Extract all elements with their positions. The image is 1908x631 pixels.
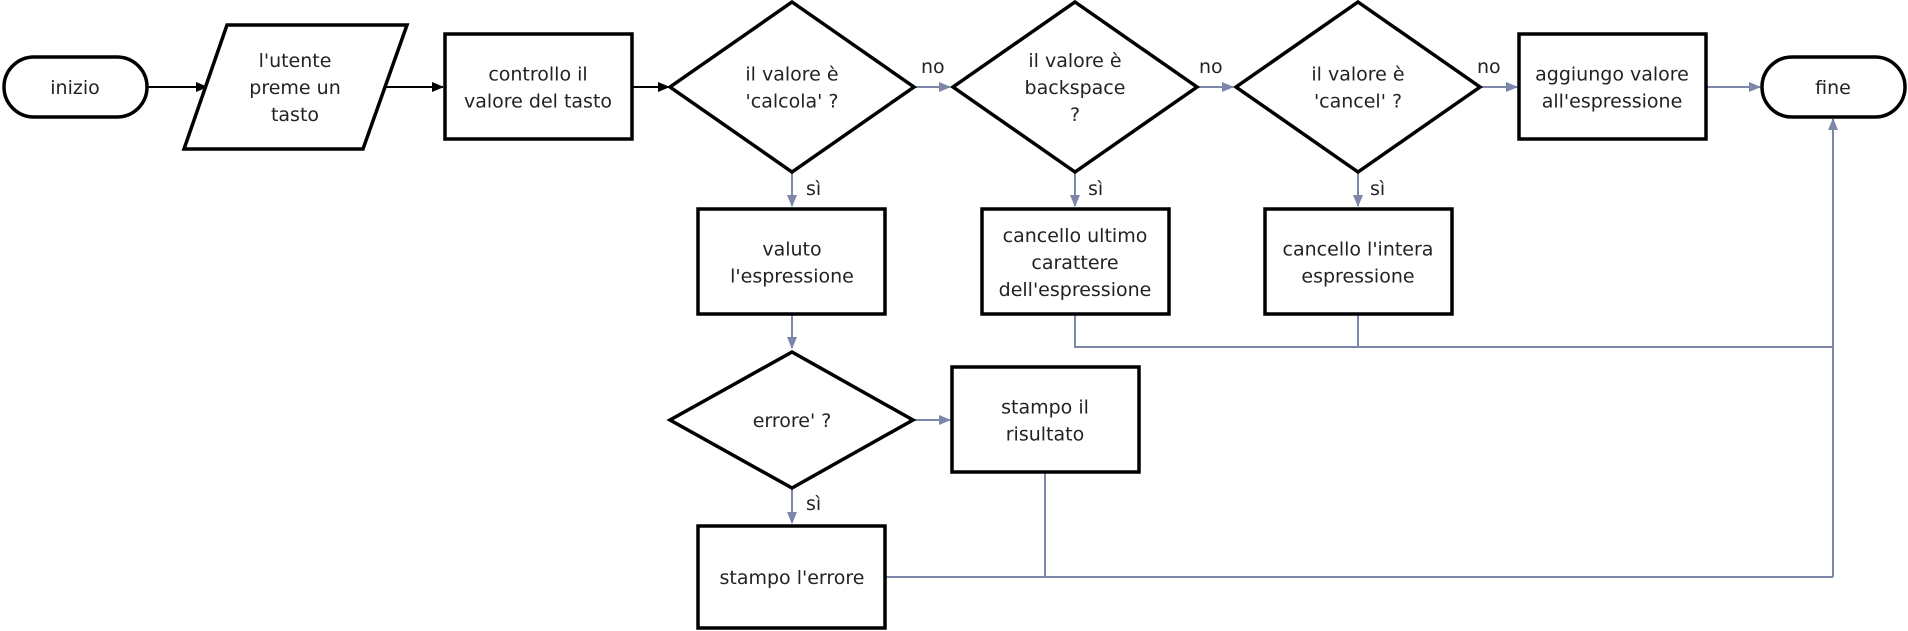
label-yes-cancel: sì bbox=[1370, 178, 1385, 200]
node-text-line: il valore è bbox=[745, 64, 838, 86]
connectors bbox=[148, 82, 1838, 578]
print-result-process bbox=[950, 365, 1141, 474]
delete-last-text: cancello ultimo carattere dell'espressione bbox=[999, 225, 1152, 301]
input-text: l'utente preme un tasto bbox=[249, 50, 340, 126]
node-text-line: stampo il bbox=[1001, 397, 1089, 419]
node-text-line: preme un bbox=[249, 77, 340, 99]
node-text-line: valuto bbox=[762, 239, 821, 261]
label-no-calc: no bbox=[921, 56, 945, 78]
label-yes-calc: sì bbox=[806, 178, 821, 200]
edge-deletelast-merge bbox=[1074, 314, 1833, 348]
evaluate-process bbox=[696, 207, 887, 316]
label-no-backspace: no bbox=[1199, 56, 1223, 78]
node-text-line: carattere bbox=[1031, 252, 1118, 274]
node-text-line: all'espressione bbox=[1542, 91, 1683, 113]
print-error-text: stampo l'errore bbox=[720, 567, 865, 589]
node-text-line: l'espressione bbox=[730, 266, 854, 288]
node-text-line: backspace bbox=[1025, 77, 1126, 99]
node-text-line: fine bbox=[1815, 77, 1851, 99]
is-error-decision bbox=[666, 349, 917, 491]
label-yes-error: sì bbox=[806, 493, 821, 515]
node-text-line: cancello l'intera bbox=[1283, 239, 1434, 261]
edge-labels: no no no sì sì sì sì bbox=[806, 56, 1501, 515]
node-text-line: errore' ? bbox=[753, 410, 832, 432]
append-process bbox=[1517, 32, 1708, 141]
node-texts: inizio l'utente preme un tasto controllo i… bbox=[50, 50, 1851, 589]
node-text-line: cancello ultimo bbox=[1003, 225, 1148, 247]
delete-all-process bbox=[1263, 207, 1454, 316]
is-cancel-text: il valore è 'cancel' ? bbox=[1311, 64, 1404, 113]
end-text: fine bbox=[1815, 77, 1851, 99]
is-backspace-text: il valore è backspace? bbox=[1025, 50, 1126, 126]
node-text-line: l'utente bbox=[259, 50, 332, 72]
is-cancel-decision bbox=[1232, 0, 1484, 175]
label-yes-backspace: sì bbox=[1088, 178, 1103, 200]
node-text-line: il valore è bbox=[1028, 50, 1121, 72]
node-text-line: risultato bbox=[1006, 424, 1084, 446]
check-key-process bbox=[443, 32, 634, 141]
delete-last-process bbox=[980, 207, 1171, 316]
delete-all-text: cancello l'intera espressione bbox=[1283, 239, 1434, 288]
node-text-line: tasto bbox=[271, 104, 319, 126]
node-text-line: espressione bbox=[1301, 266, 1414, 288]
is-calc-text: il valore è 'calcola' ? bbox=[745, 64, 838, 113]
node-text-line: valore del tasto bbox=[464, 91, 612, 113]
evaluate-text: valuto l'espressione bbox=[730, 239, 854, 288]
check-key-text: controllo il valore del tasto bbox=[464, 64, 612, 113]
print-result-text: stampo il risultato bbox=[1001, 397, 1089, 446]
node-text-line: 'cancel' ? bbox=[1314, 91, 1402, 113]
node-text-line: ? bbox=[1070, 104, 1080, 126]
node-text-line: inizio bbox=[50, 77, 99, 99]
input-parallelogram bbox=[181, 23, 410, 151]
label-no-cancel: no bbox=[1477, 56, 1501, 78]
start-terminator bbox=[2, 55, 149, 119]
end-terminator bbox=[1760, 55, 1907, 119]
node-text-line: 'calcola' ? bbox=[746, 91, 839, 113]
print-error-process bbox=[696, 524, 887, 630]
node-text-line: controllo il bbox=[488, 64, 587, 86]
is-error-text: errore' ? bbox=[753, 410, 832, 432]
node-text-line: stampo l'errore bbox=[720, 567, 865, 589]
append-text: aggiungo valore all'espressione bbox=[1535, 64, 1689, 113]
node-text-line: aggiungo valore bbox=[1535, 64, 1689, 86]
start-text: inizio bbox=[50, 77, 99, 99]
node-text-line: il valore è bbox=[1311, 64, 1404, 86]
is-backspace-decision bbox=[949, 0, 1201, 175]
node-text-line: dell'espressione bbox=[999, 279, 1152, 301]
is-calc-decision bbox=[666, 0, 918, 175]
